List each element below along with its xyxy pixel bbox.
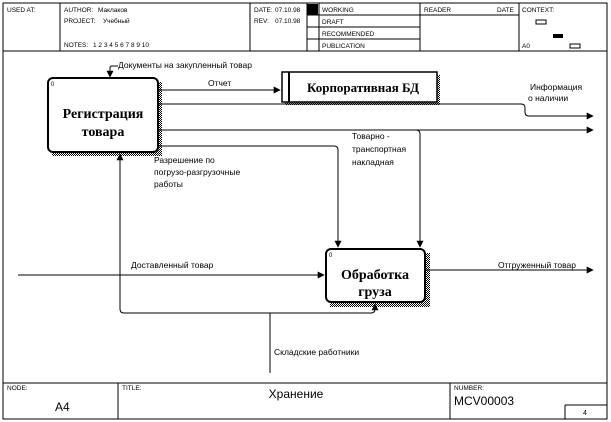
title-label: TITLE: bbox=[122, 385, 142, 392]
number-label: NUMBER: bbox=[454, 385, 484, 392]
project-value: Учебный bbox=[103, 17, 130, 25]
context-box-3 bbox=[569, 43, 581, 49]
date-label: DATE: bbox=[254, 7, 273, 14]
arrow-label: Отгруженный товар bbox=[498, 260, 576, 270]
arrow-purchased-docs: Документы на закупленный товар bbox=[106, 60, 252, 78]
notes-numbers: 1 2 3 4 5 6 7 8 9 10 bbox=[93, 42, 149, 49]
number-value: MCV00003 bbox=[454, 394, 514, 408]
status-working: WORKING bbox=[322, 7, 354, 14]
author-label: AUTHOR: bbox=[64, 7, 93, 14]
datastore-corporate-db[interactable]: Корпоративная БД bbox=[281, 71, 440, 105]
activity-number: 0 bbox=[51, 82, 55, 88]
arrow-label: Документы на закупленный товар bbox=[118, 60, 252, 70]
context-node: A0 bbox=[522, 43, 530, 50]
activity-title-line1: Регистрация bbox=[63, 107, 144, 122]
status-draft: DRAFT bbox=[322, 19, 344, 26]
arrow-availability-info: Информация о наличии bbox=[158, 82, 594, 120]
arrow-label: Доставленный товар bbox=[131, 260, 214, 270]
arrow-waybill: Товарно - транспортная накладная bbox=[158, 126, 594, 248]
activity-number: 0 bbox=[329, 253, 333, 259]
activity-title-line2: товара bbox=[82, 125, 125, 140]
status-recommended: RECOMMENDED bbox=[322, 31, 375, 38]
footer-block: NODE: A4 TITLE: Хранение NUMBER: MCV0000… bbox=[3, 382, 607, 419]
arrow-delivered-goods: Доставленный товар bbox=[18, 260, 325, 279]
arrow-label-line1: Информация bbox=[530, 82, 582, 92]
rev-label: REV: bbox=[254, 18, 269, 25]
date-value: 07.10.98 bbox=[275, 7, 301, 14]
node-label: NODE: bbox=[7, 385, 28, 392]
arrow-label-line1: Разрешение по bbox=[154, 155, 215, 165]
datastore-label: Корпоративная БД bbox=[307, 80, 419, 95]
arrow-label-line2: о наличии bbox=[528, 93, 568, 103]
arrow-label: Складские работники bbox=[274, 347, 359, 357]
page-number: 4 bbox=[583, 410, 587, 417]
header-block: USED AT: AUTHOR: Маклаков PROJECT: Учебн… bbox=[3, 3, 607, 52]
used-at-label: USED AT: bbox=[7, 7, 36, 14]
diagram-title: Хранение bbox=[269, 387, 324, 401]
arrow-label: Отчет bbox=[208, 78, 231, 88]
arrow-permission: Разрешение по погрузо-разгрузочные работ… bbox=[154, 145, 342, 248]
context-box-2 bbox=[553, 34, 563, 38]
activity-title-line2: груза bbox=[358, 285, 392, 300]
author-value: Маклаков bbox=[98, 7, 128, 14]
arrow-label-line1: Товарно - bbox=[352, 131, 390, 141]
status-publication: PUBLICATION bbox=[322, 43, 365, 50]
notes-label: NOTES: bbox=[64, 42, 88, 49]
arrow-warehouse-workers: Складские работники bbox=[116, 153, 379, 373]
working-status-marker bbox=[307, 4, 318, 15]
activity-registration[interactable]: 0 Регистрация товара bbox=[47, 77, 162, 156]
activity-processing[interactable]: 0 Обработка груза bbox=[325, 248, 430, 307]
activity-title-line1: Обработка bbox=[341, 268, 409, 283]
arrow-label-line3: накладная bbox=[352, 157, 394, 167]
arrow-shipped-goods: Отгруженный товар bbox=[425, 260, 594, 274]
project-label: PROJECT: bbox=[64, 18, 96, 25]
node-value: A4 bbox=[55, 400, 70, 414]
arrow-report: Отчет bbox=[158, 78, 281, 94]
arrow-label-line2: погрузо-разгрузочные bbox=[154, 167, 240, 177]
arrow-label-line3: работы bbox=[154, 179, 183, 189]
context-box-1 bbox=[535, 19, 547, 25]
reader-label: READER bbox=[424, 7, 451, 14]
context-label: CONTEXT: bbox=[522, 7, 554, 14]
reader-date-label: DATE bbox=[497, 7, 515, 14]
rev-value: 07.10.98 bbox=[275, 18, 301, 25]
arrow-label-line2: транспортная bbox=[352, 144, 406, 154]
